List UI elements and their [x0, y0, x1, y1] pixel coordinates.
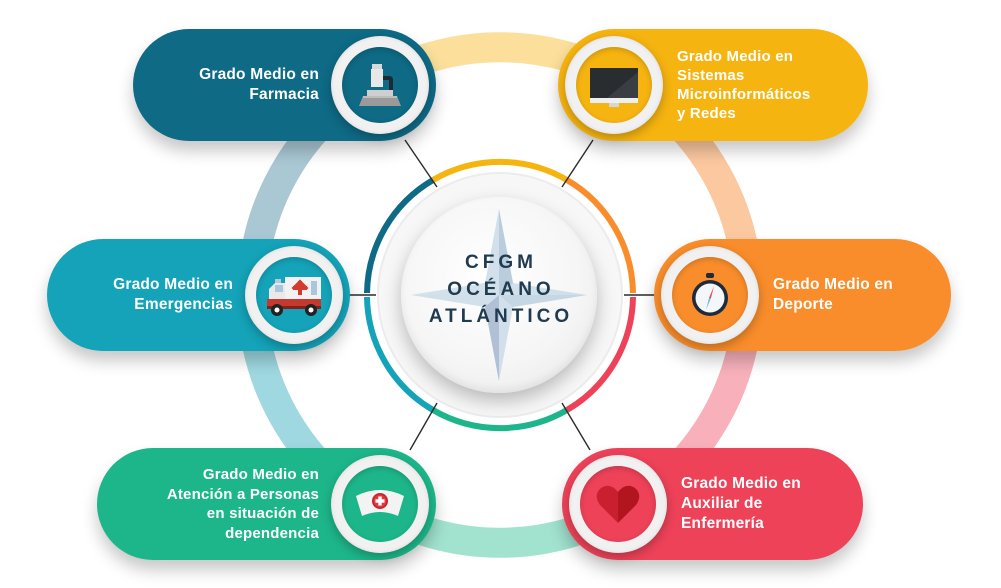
node-deporte-label: Grado Medio en Deporte — [773, 275, 893, 315]
monitor-icon — [590, 68, 638, 107]
node-enfermeria[interactable]: Grado Medio en Auxiliar de Enfermería — [562, 448, 863, 560]
label-line: en situación de — [206, 505, 319, 522]
label-line: Deporte — [773, 296, 833, 313]
node-farmacia-label: Grado Medio en Farmacia — [199, 65, 319, 105]
node-farmacia-badge — [331, 36, 429, 134]
center-title-line-1: CFGM — [465, 252, 537, 273]
label-line: dependencia — [225, 524, 319, 542]
heart-icon — [596, 485, 640, 523]
nurse-cap-icon — [356, 490, 404, 516]
label-line: Grado Medio en — [202, 466, 319, 483]
label-line: Atención a Personas — [166, 485, 319, 503]
label-line: Grado Medio en — [199, 66, 319, 83]
label-line: Grado Medio en — [677, 48, 794, 65]
center-title-line-3: ATLÁNTICO — [428, 306, 574, 327]
ambulance-icon — [267, 277, 321, 316]
node-sistemas-label: Grado Medio en Sistemas Microinformático… — [677, 47, 810, 123]
compass-star-logo-icon — [411, 209, 587, 381]
node-dependencia-badge — [331, 455, 429, 553]
node-enfermeria-badge — [569, 455, 667, 553]
stopwatch-icon — [692, 273, 728, 316]
node-sistemas[interactable]: Grado Medio en Sistemas Microinformático… — [558, 29, 868, 141]
node-deporte-badge — [661, 246, 759, 344]
label-line: Auxiliar de — [681, 495, 763, 512]
node-emergencias[interactable]: Grado Medio en Emergencias — [47, 239, 350, 351]
node-sistemas-badge — [565, 36, 663, 134]
node-deporte[interactable]: Grado Medio en Deporte — [654, 239, 951, 351]
label-line: Enfermería — [681, 515, 764, 532]
center-hub: CFGM OCÉANO ATLÁNTICO — [401, 197, 597, 393]
label-line: Grado Medio en — [113, 276, 233, 293]
center-title: CFGM OCÉANO ATLÁNTICO — [401, 249, 597, 330]
label-line: Sistemas — [677, 67, 745, 84]
label-line: Emergencias — [134, 296, 233, 313]
center-title-line-2: OCÉANO — [447, 279, 555, 300]
node-dependencia-label: Grado Medio en Atención a Personas en si… — [167, 465, 319, 543]
microscope-icon — [359, 64, 401, 106]
label-line: y Redes — [677, 105, 736, 122]
node-emergencias-badge — [245, 246, 343, 344]
label-line: Microinformáticos — [677, 86, 811, 103]
label-line: Grado Medio en — [681, 475, 801, 492]
node-enfermeria-label: Grado Medio en Auxiliar de Enfermería — [681, 474, 801, 534]
label-line: Grado Medio en — [773, 276, 893, 293]
node-dependencia[interactable]: Grado Medio en Atención a Personas en si… — [97, 448, 436, 560]
node-farmacia[interactable]: Grado Medio en Farmacia — [133, 29, 436, 141]
label-line: Farmacia — [249, 86, 319, 103]
node-emergencias-label: Grado Medio en Emergencias — [113, 275, 233, 315]
